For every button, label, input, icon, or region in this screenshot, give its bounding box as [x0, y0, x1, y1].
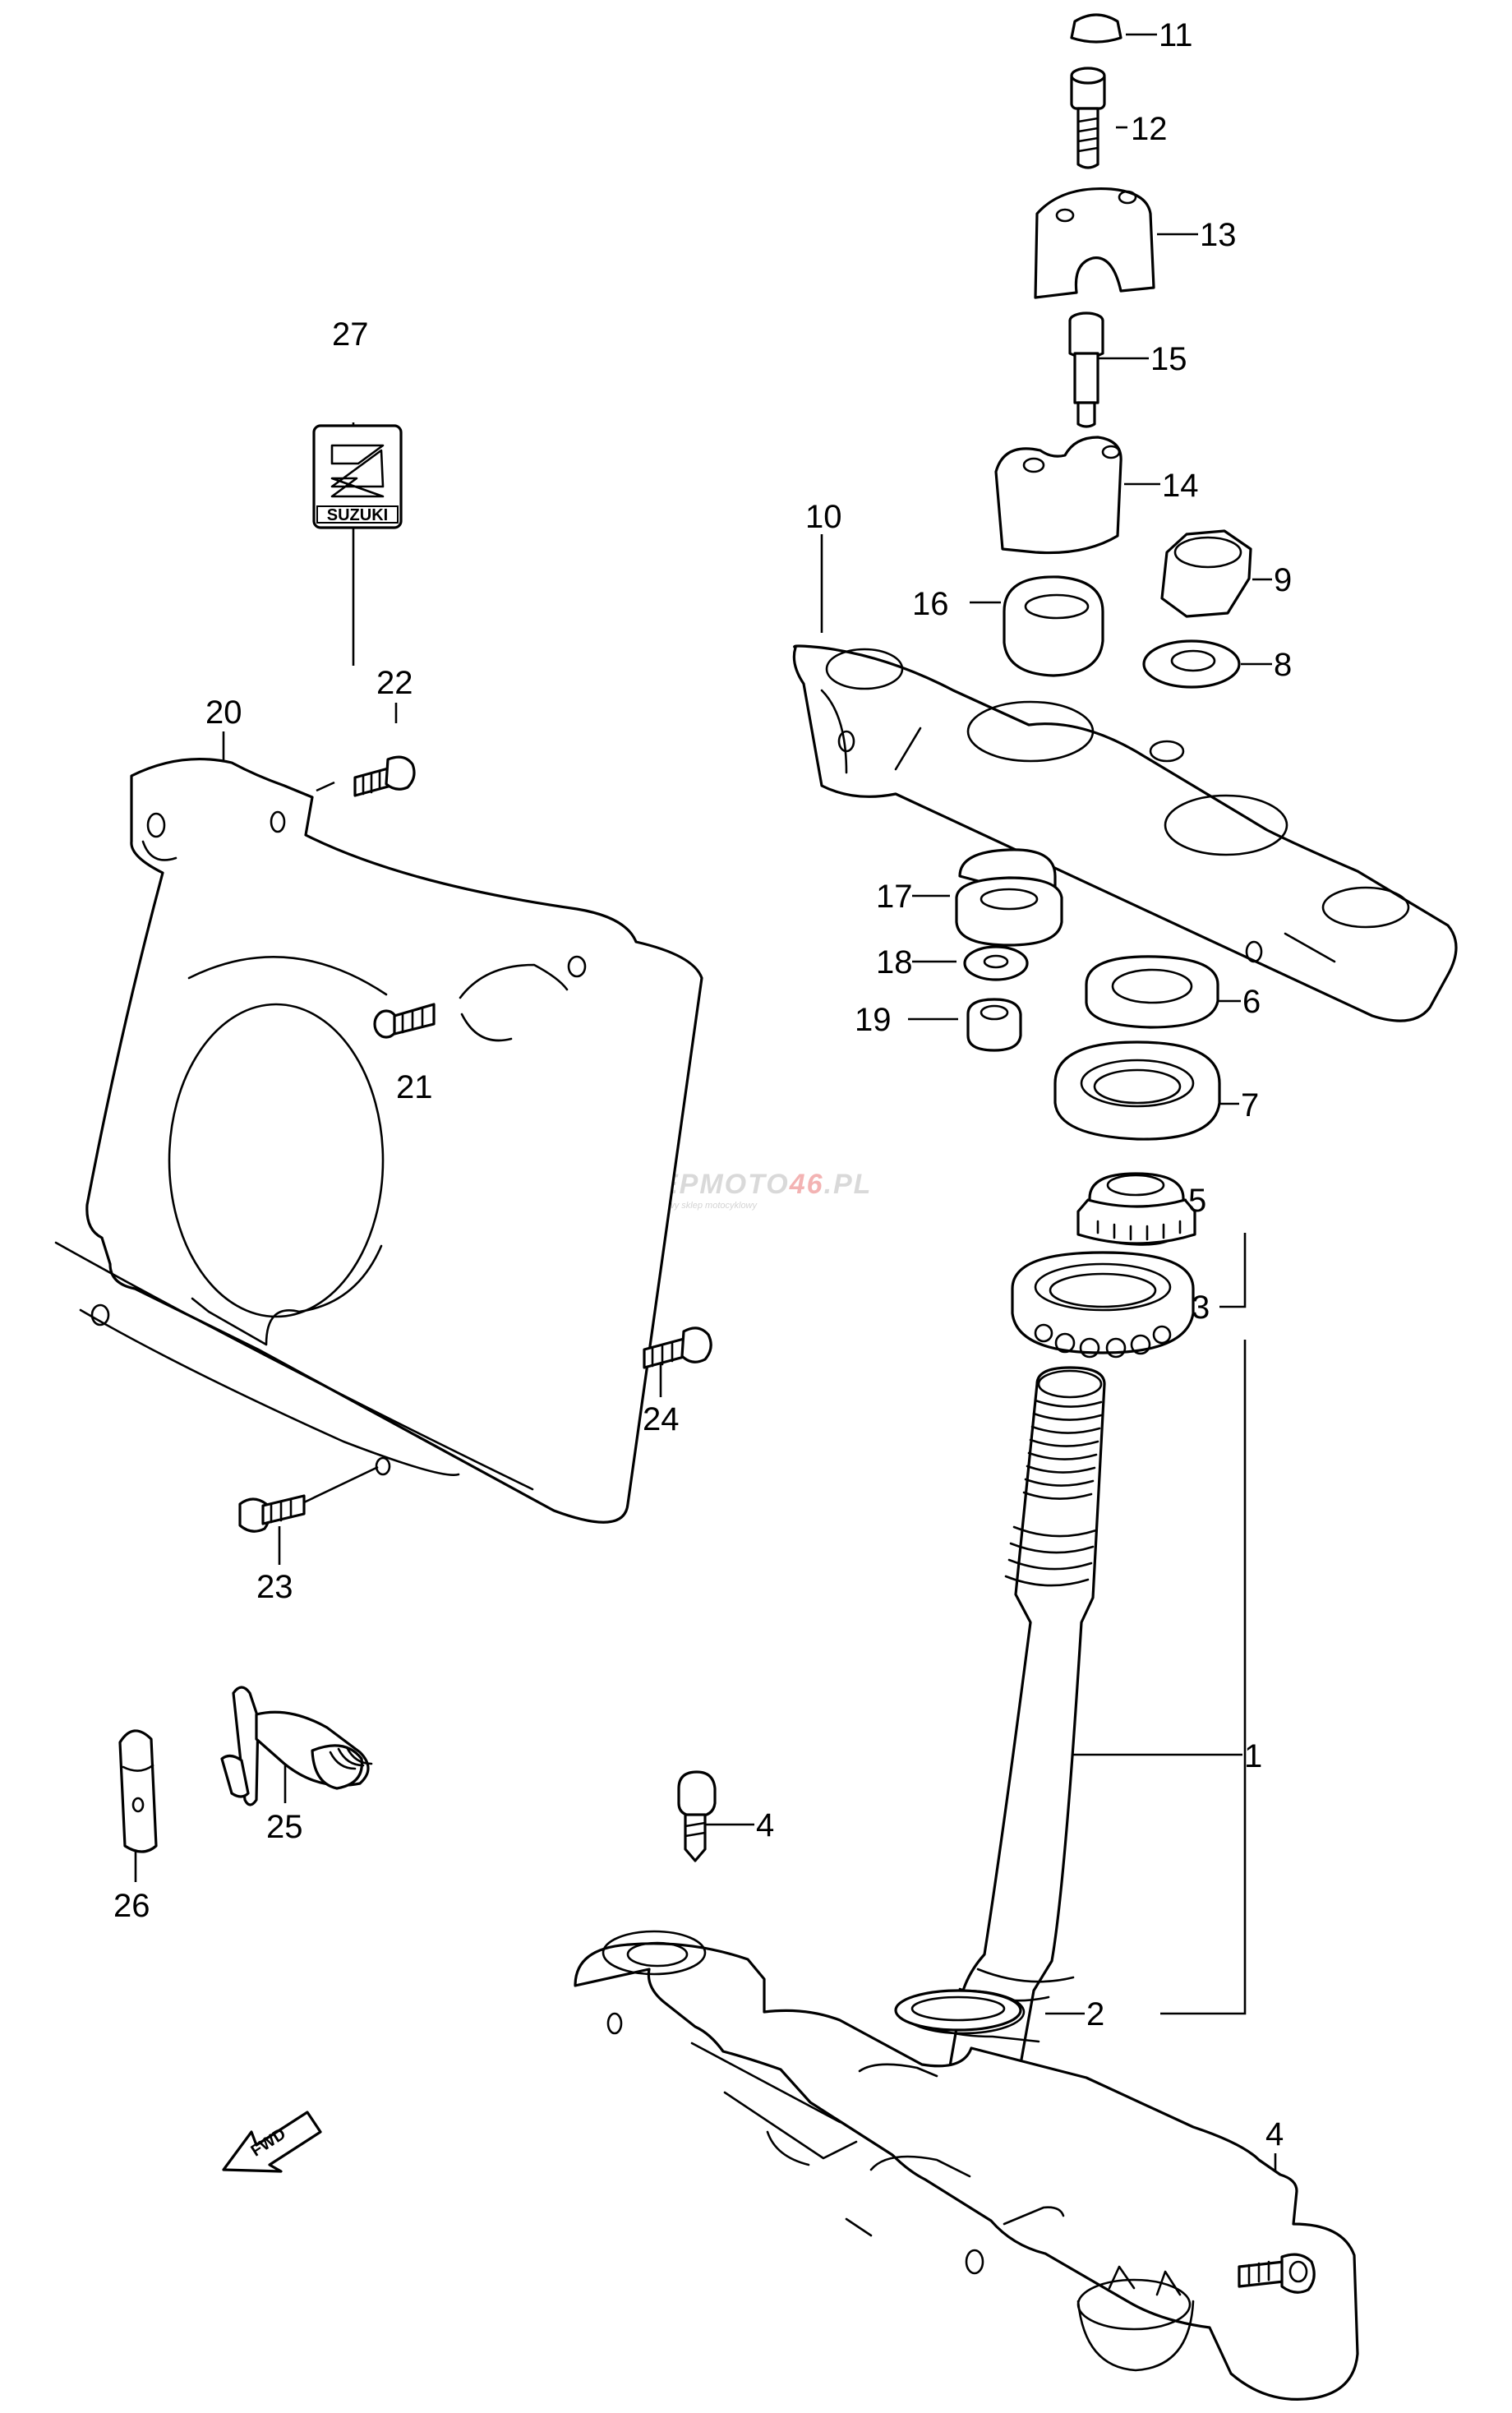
callout-6: 6: [1242, 984, 1261, 1020]
callout-8: 8: [1274, 647, 1292, 683]
callout-7: 7: [1241, 1087, 1259, 1123]
part-5-upper-bearing: [1076, 1172, 1196, 1246]
part-18-washer: [963, 945, 1029, 981]
fwd-direction-arrow: FWD: [222, 2111, 322, 2173]
part-24-bolt: [643, 1326, 712, 1369]
callout-23: 23: [256, 1569, 293, 1605]
callout-3: 3: [1192, 1290, 1210, 1326]
callout-17: 17: [876, 879, 913, 915]
part-21-screw: [373, 1003, 436, 1039]
callout-2: 2: [1086, 1996, 1104, 2032]
callout-1: 1: [1244, 1738, 1262, 1774]
part-4-bolt-lower: [1238, 2253, 1316, 2294]
part-25-ignition-switch: [220, 1686, 373, 1806]
part-23-bolt: [238, 1494, 306, 1533]
callout-9: 9: [1274, 562, 1292, 598]
callout-4-upper: 4: [756, 1807, 774, 1843]
callout-19: 19: [855, 1002, 892, 1038]
part-7-dust-seal: [1053, 1040, 1221, 1141]
part-15-bolt: [1068, 311, 1104, 428]
part-19-nut: [966, 998, 1022, 1052]
callout-21: 21: [396, 1069, 433, 1105]
callout-5: 5: [1188, 1183, 1206, 1219]
part-17-damper: [955, 848, 1063, 947]
part-13-handlebar-clamp: [1034, 187, 1155, 299]
watermark-brand-b: 46: [789, 1169, 824, 1200]
part-8-washer: [1142, 639, 1241, 689]
callout-12: 12: [1131, 111, 1168, 147]
part-9-stem-nut: [1160, 529, 1252, 618]
callout-22: 22: [376, 665, 413, 701]
part-3-lower-bearing: [1011, 1251, 1195, 1359]
part-10-upper-bracket: [792, 644, 1458, 1022]
emblem-s-mark: [330, 444, 385, 498]
part-6-lock-nut: [1085, 955, 1219, 1029]
callout-labels: 11 12 13 15 14 10 16 9 8 17 18 19 6 7 5 …: [113, 17, 1292, 2152]
part-1-lower-bracket: [574, 1930, 1359, 2401]
callout-16: 16: [912, 586, 949, 622]
callout-26: 26: [113, 1888, 150, 1924]
callout-4-lower: 4: [1265, 2116, 1284, 2152]
callout-25: 25: [266, 1809, 303, 1845]
callout-15: 15: [1150, 341, 1187, 377]
watermark-brand-c: .PL: [824, 1169, 873, 1200]
part-2-dust-seal: [894, 1989, 1022, 2032]
part-14-handlebar-holder: [994, 436, 1122, 555]
part-12-bolt: [1070, 67, 1106, 169]
part-20-meter-cover: [54, 757, 703, 1524]
part-4-bolt-upper: [677, 1770, 717, 1862]
callout-13: 13: [1200, 217, 1237, 253]
callout-27: 27: [332, 316, 369, 353]
part-11-cap: [1070, 13, 1122, 44]
part-27-emblem: SUZUKI: [312, 424, 403, 529]
callout-11: 11: [1159, 17, 1193, 53]
part-22-screw: [353, 755, 416, 797]
callout-24: 24: [643, 1401, 680, 1437]
callout-14: 14: [1162, 468, 1199, 504]
callout-18: 18: [876, 944, 913, 980]
callout-20: 20: [205, 694, 242, 731]
emblem-text: SUZUKI: [327, 506, 388, 524]
part-16-cushion: [1003, 575, 1104, 677]
callout-10: 10: [805, 499, 842, 535]
part-26-key: [118, 1729, 158, 1853]
